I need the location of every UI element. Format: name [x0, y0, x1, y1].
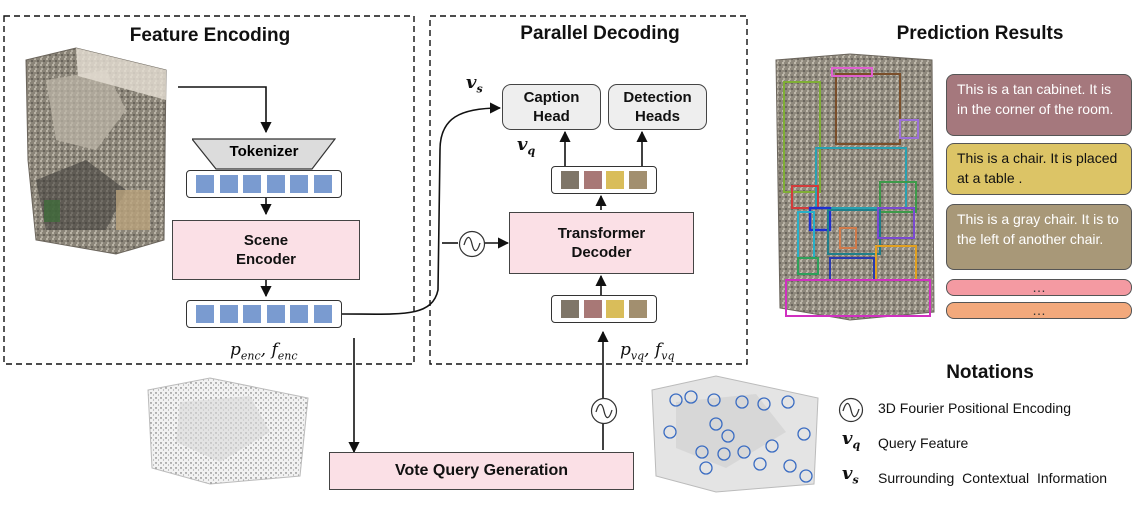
notation-fourier-label: 3D Fourier Positional Encoding: [878, 400, 1071, 416]
token: [266, 305, 285, 323]
tokenizer-label: Tokenizer: [229, 143, 299, 160]
notation-vq-label: Query Feature: [878, 435, 969, 451]
token: [290, 305, 309, 323]
arrow-scene-to-tokenizer: [178, 86, 272, 134]
p-enc-f-enc-label: penc, fenc: [230, 340, 298, 363]
notation-vq-symbol: vq: [842, 428, 861, 452]
vote-fourier-encoding-icon: [590, 397, 618, 425]
fourier-encoding-icon: [458, 230, 486, 258]
encoder-points-cloud: [147, 377, 309, 485]
caption-2: This is a chair. It is placed at a table…: [946, 143, 1132, 195]
token: [313, 175, 332, 193]
token: [560, 300, 579, 318]
prediction-results-title: Prediction Results: [896, 23, 1064, 44]
notation-vs-symbol: vs: [842, 463, 859, 487]
parallel-decoding-title: Parallel Decoding: [520, 23, 680, 44]
caption-3: This is a gray chair. It is to the left …: [946, 204, 1132, 270]
token: [606, 171, 625, 189]
notations-title: Notations: [946, 362, 1034, 383]
token: [313, 305, 332, 323]
input-point-cloud-scene: [25, 47, 167, 255]
token: [243, 305, 262, 323]
scene-encoder-block: Scene Encoder: [172, 220, 360, 280]
feature-encoding-frame: [3, 15, 415, 365]
notation-vs-label: Surrounding Contextual Information: [878, 470, 1108, 486]
transformer-decoder-block: Transformer Decoder: [509, 212, 694, 274]
p-vq-f-vq-label: pvq, fvq: [620, 340, 675, 363]
arrow-encoder-to-caption-head: [341, 102, 502, 315]
token: [219, 175, 238, 193]
caption-head-block: Caption Head: [502, 84, 601, 130]
vote-query-points-cloud: [651, 375, 819, 493]
detection-heads-block: Detection Heads: [608, 84, 707, 130]
encoder-output-tokens: [186, 300, 342, 328]
notation-fourier-icon: [838, 397, 864, 423]
prediction-scene-image: [775, 53, 935, 321]
vote-query-generation-block: Vote Query Generation: [329, 452, 634, 490]
v-q-label: vq: [517, 134, 536, 158]
token: [243, 175, 262, 193]
caption-5: …: [946, 302, 1132, 319]
caption-4: …: [946, 279, 1132, 296]
query-input-tokens: [551, 295, 657, 323]
token: [196, 305, 215, 323]
v-s-label: vs: [466, 72, 483, 96]
token: [583, 171, 602, 189]
query-output-tokens: [551, 166, 657, 194]
token: [266, 175, 285, 193]
token: [629, 300, 648, 318]
token: [219, 305, 238, 323]
token: [560, 171, 579, 189]
caption-1: This is a tan cabinet. It is in the corn…: [946, 74, 1132, 136]
token: [583, 300, 602, 318]
encoder-input-tokens: [186, 170, 342, 198]
token: [196, 175, 215, 193]
token: [290, 175, 309, 193]
parallel-decoding-frame: [429, 15, 748, 365]
feature-encoding-title: Feature Encoding: [129, 25, 291, 46]
tokenizer-shape: [192, 138, 336, 170]
token: [629, 171, 648, 189]
token: [606, 300, 625, 318]
